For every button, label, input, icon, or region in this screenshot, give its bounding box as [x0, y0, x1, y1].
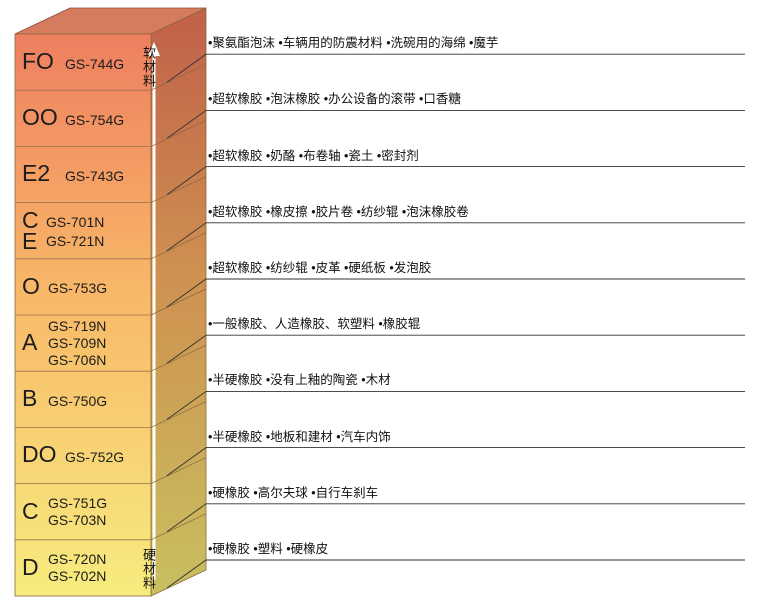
side-divider [150, 63, 207, 91]
leader-line [166, 166, 745, 195]
leader-line [166, 503, 745, 533]
hardness-code: GS-709N [48, 334, 107, 351]
hardness-letter: C [22, 497, 39, 524]
hardness-code: GS-719N [48, 317, 107, 334]
material-examples: •超软橡胶 •橡皮擦 •胶片卷 •纺纱辊 •泡沫橡胶卷 [208, 204, 469, 219]
hardness-code: GS-753G [48, 280, 108, 297]
hardness-code: GS-701N [46, 213, 105, 230]
hardness-letter: OO [22, 104, 58, 131]
material-examples: •一般橡胶、人造橡胶、软塑料 •橡胶辊 [208, 317, 421, 332]
scale-row: OO GS-754G [15, 90, 151, 146]
material-examples: •半硬橡胶 •没有上釉的陶瓷 •木材 [208, 373, 391, 388]
hardness-code: GS-752G [65, 448, 125, 465]
material-examples: •超软橡胶 •泡沫橡胶 •办公设备的滚带 •口香糖 [208, 92, 461, 107]
hardness-letter: O [22, 272, 40, 299]
hardness-letter: FO [22, 48, 54, 75]
material-examples: •半硬橡胶 •地板和建材 •汽车内饰 [208, 429, 391, 444]
material-examples: •硬橡胶 •高尔夫球 •自行车刹车 [208, 485, 379, 500]
hardness-code: GS-703N [48, 511, 107, 528]
hardness-code: GS-702N [48, 567, 107, 584]
hardness-letter: DO [22, 441, 57, 468]
hardness-letter: C [22, 206, 39, 233]
side-divider [150, 513, 207, 541]
material-examples: •超软橡胶 •纺纱辊 •皮革 •硬纸板 •发泡胶 [208, 261, 432, 275]
hardness-code: GS-720N [48, 550, 107, 567]
leader-line [166, 559, 745, 589]
side-divider [150, 457, 207, 484]
scale-row: O GS-753G [15, 259, 151, 315]
scale-row: DO GS-752G [15, 427, 151, 483]
row-divider-lines [15, 53, 745, 589]
scale-row: E2 GS-743G [15, 146, 151, 202]
hardness-code: GS-751G [48, 494, 108, 511]
material-examples: •硬橡胶 •塑料 •硬橡皮 [208, 542, 329, 556]
scale-row: B GS-750G [15, 371, 151, 427]
hardness-code: GS-706N [48, 351, 107, 368]
material-examples: •超软橡胶 •奶酪 •布卷轴 •瓷土 •密封剂 [208, 148, 419, 163]
leader-line [166, 278, 745, 308]
side-divider [150, 176, 207, 203]
leader-line [166, 53, 745, 83]
hardness-code: GS-750G [48, 392, 108, 409]
hard-material-label: 硬材料 [141, 548, 156, 590]
leader-line [166, 222, 745, 252]
side-divider [150, 401, 207, 428]
material-examples: •聚氨酯泡沫 •车辆用的防震材料 •洗碗用的海绵 •魔芋 [208, 36, 499, 51]
side-divider [150, 344, 207, 372]
leader-line [166, 334, 745, 364]
side-divider [150, 288, 207, 316]
scale-row: FO GS-744G [15, 34, 151, 90]
hardness-letter: D [22, 553, 39, 580]
hardness-code: GS-744G [65, 55, 125, 72]
hardness-letter: A [22, 329, 38, 356]
scale-row: C GS-701N E GS-721N [15, 203, 151, 259]
softness-arrow-head [148, 42, 160, 56]
hardness-code: GS-754G [65, 111, 125, 128]
hardness-code: GS-743G [65, 167, 125, 184]
leader-line [166, 447, 745, 476]
hardness-letter: E [22, 227, 38, 254]
hardness-code: GS-721N [46, 232, 105, 249]
leader-line [166, 390, 745, 420]
soft-material-label: 软材料 [141, 46, 156, 88]
leader-line [166, 109, 745, 139]
hardness-letter: B [22, 385, 38, 412]
side-divider [150, 120, 207, 147]
side-divider [150, 232, 207, 260]
hardness-letter: E2 [22, 160, 51, 187]
